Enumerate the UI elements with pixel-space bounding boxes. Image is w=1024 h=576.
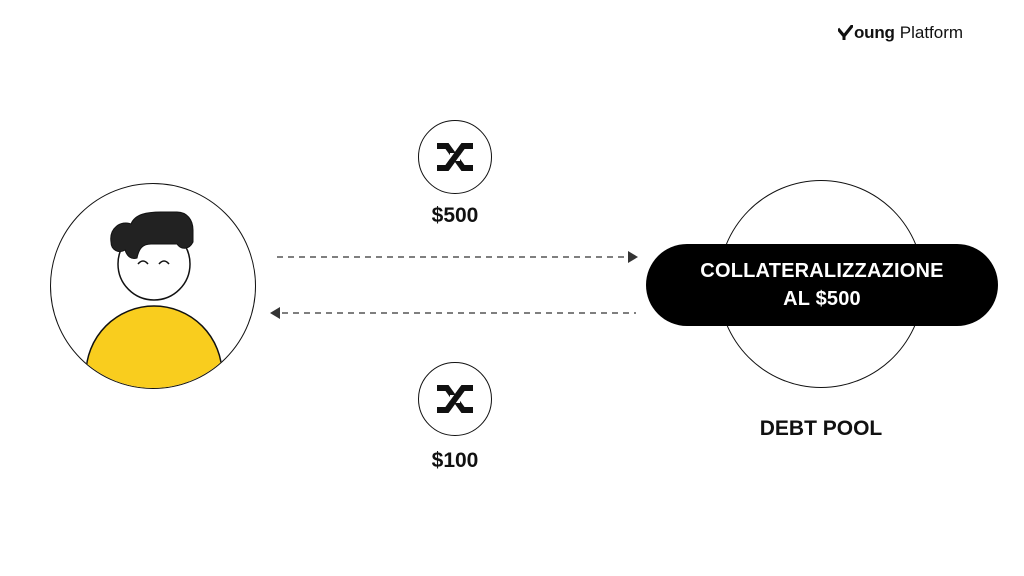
amount-to-pool: $500 [431,204,479,227]
badge-line-2: AL $500 [783,288,861,310]
logo-light-text: Platform [899,23,964,42]
synthetix-icon [437,143,473,171]
logo-bold-text: oung [854,23,895,42]
hair-shape [110,211,194,259]
collateralization-badge: COLLATERALIZZAZIONE AL $500 [646,244,998,326]
amount-to-user: $100 [431,449,479,472]
shirt-shape [85,305,223,388]
debt-pool-label: DEBT POOL [759,417,883,440]
synthetix-icon [437,385,473,413]
checkmark-y-icon [838,25,853,40]
user-illustration [85,211,223,388]
right-eye [158,260,170,265]
token-badge-top [418,120,492,194]
badge-line-1: COLLATERALIZZAZIONE [700,260,944,282]
arrow-to-pool-head [628,251,638,263]
arrow-to-user-head [270,307,280,319]
left-eye [137,260,149,265]
brand-logo: oung Platform [838,20,963,46]
user-avatar [50,183,256,389]
token-badge-bottom [418,362,492,436]
